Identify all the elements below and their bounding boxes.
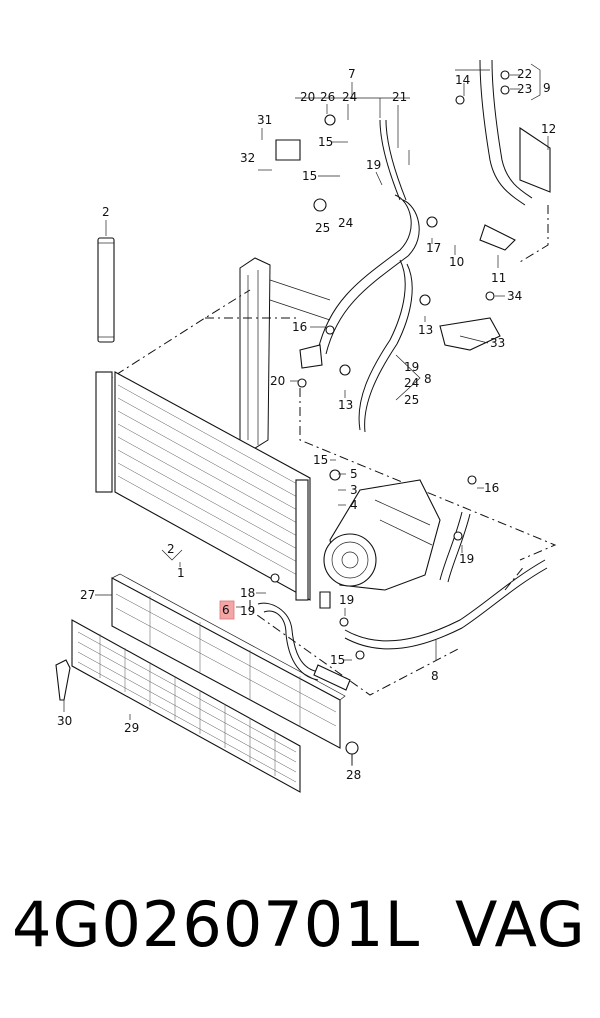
callout-13-upper: 13: [418, 323, 433, 337]
highlighted-callout-box: [219, 600, 235, 620]
footer: 4G0260701L VAG: [0, 888, 600, 988]
callout-22: 22: [517, 67, 532, 81]
clip-30: [55, 659, 71, 701]
reference-dashed-lines: [99, 205, 557, 696]
callout-8-upper: 8: [424, 372, 432, 386]
callout-25-right: 25: [404, 393, 419, 407]
callout-21: 21: [392, 90, 407, 104]
callout-25-left: 25: [315, 221, 330, 235]
ac-compressor: [323, 479, 441, 591]
callout-34: 34: [507, 289, 522, 303]
callout-19-c: 19: [459, 552, 474, 566]
callout-24-mid: 24: [338, 216, 353, 230]
callout-15-a: 15: [318, 135, 333, 149]
part-number: 4G0260701L: [12, 888, 421, 961]
parts-diagram: 1 2 2 3 4 5 6 7 8 8 9 10 11 12 13 13 14 …: [55, 59, 557, 793]
callout-9: 9: [543, 81, 551, 95]
callout-26: 26: [320, 90, 335, 104]
callout-leaders: [63, 63, 549, 766]
air-guide-27: [111, 573, 346, 749]
callout-15-b: 15: [302, 169, 317, 183]
callout-28: 28: [346, 768, 361, 782]
callout-8-lower: 8: [431, 669, 439, 683]
callout-2-drier: 2: [102, 205, 110, 219]
callout-3: 3: [350, 483, 358, 497]
callout-23: 23: [517, 82, 532, 96]
callout-24-top: 24: [342, 90, 357, 104]
callout-12: 12: [541, 122, 556, 136]
callout-2-condenser: 2: [167, 542, 175, 556]
callout-1: 1: [177, 566, 185, 580]
callout-31: 31: [257, 113, 272, 127]
callout-33: 33: [490, 336, 505, 350]
callout-18: 18: [240, 586, 255, 600]
callout-15-d: 15: [330, 653, 345, 667]
callout-16-upper: 16: [292, 320, 307, 334]
callout-14: 14: [455, 73, 470, 87]
callout-4: 4: [350, 498, 358, 512]
callout-19-e: 19: [339, 593, 354, 607]
callout-24-right: 24: [404, 376, 419, 390]
callout-30: 30: [57, 714, 72, 728]
callout-7: 7: [348, 67, 356, 81]
brand-label: VAG: [455, 888, 586, 961]
callout-32: 32: [240, 151, 255, 165]
callout-16-lower: 16: [484, 481, 499, 495]
callout-5: 5: [350, 467, 358, 481]
callout-11: 11: [491, 271, 506, 285]
callout-27: 27: [80, 588, 95, 602]
callout-20-top: 20: [300, 90, 315, 104]
callout-29: 29: [124, 721, 139, 735]
refrigerant-lines: [257, 59, 548, 681]
callout-20-mid: 20: [270, 374, 285, 388]
callout-17: 17: [426, 241, 441, 255]
callout-19-b: 19: [404, 360, 419, 374]
receiver-drier: [97, 237, 115, 343]
callout-15-c: 15: [313, 453, 328, 467]
callout-10: 10: [449, 255, 464, 269]
condenser: [95, 371, 311, 601]
callout-19-d: 19: [240, 604, 255, 618]
callout-labels: 1 2 2 3 4 5 6 7 8 8 9 10 11 12 13 13 14 …: [57, 67, 556, 782]
callout-13-lower: 13: [338, 398, 353, 412]
callout-19-a: 19: [366, 158, 381, 172]
callout-6: 6: [222, 603, 230, 617]
cover-grille-29: [71, 619, 301, 793]
